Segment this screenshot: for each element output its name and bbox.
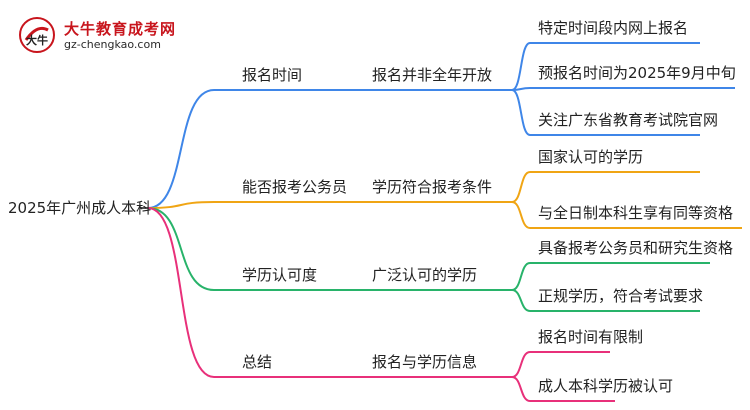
leaf-connector-4-1 [511, 351, 531, 378]
leaf-connector-1-3 [511, 89, 531, 136]
root-node-label: 2025年广州成人本科 [8, 199, 151, 217]
leaf-connector-4-2 [511, 376, 531, 402]
branch-label-4: 总结 [242, 353, 272, 371]
sub-label-2: 学历符合报考条件 [372, 178, 492, 196]
site-logo[interactable]: 大牛 大牛教育成考网 gz-chengkao.com [8, 14, 198, 58]
leaf-label-4-2: 成人本科学历被认可 [538, 377, 673, 395]
mindmap-edges [140, 42, 742, 402]
branch-label-3: 学历认可度 [242, 266, 317, 284]
branch-label-2: 能否报考公务员 [242, 178, 347, 196]
branch-label-1: 报名时间 [242, 66, 302, 84]
sub-label-4: 报名与学历信息 [372, 353, 477, 371]
logo-url: gz-chengkao.com [64, 38, 161, 51]
leaf-label-1-2: 预报名时间为2025年9月中旬 [538, 64, 736, 82]
leaf-label-2-1: 国家认可的学历 [538, 148, 643, 166]
branch-connector-3 [147, 207, 215, 291]
leaf-connector-2-2 [511, 201, 531, 229]
leaf-label-4-1: 报名时间有限制 [538, 328, 643, 346]
leaf-connector-2-1 [511, 171, 531, 203]
logo-title: 大牛教育成考网 [64, 20, 177, 38]
leaf-label-2-2: 与全日制本科生享有同等资格 [538, 204, 733, 222]
mindmap-labels: 2025年广州成人本科 报名时间 报名并非全年开放 特定时间段内网上报名预报名时间为2… [8, 19, 736, 395]
leaf-label-3-1: 具备报考公务员和研究生资格 [538, 239, 733, 257]
branch-connector-4 [147, 207, 215, 378]
leaf-connector-3-1 [511, 262, 531, 291]
logo-badge-text: 大牛 [26, 33, 48, 47]
logo-badge-icon: 大牛 [19, 17, 55, 53]
leaf-label-3-2: 正规学历，符合考试要求 [538, 287, 703, 305]
branch-connector-2 [147, 201, 215, 209]
branch-connector-1 [147, 89, 215, 209]
leaf-connector-3-2 [511, 289, 531, 312]
leaf-label-1-1: 特定时间段内网上报名 [538, 19, 688, 37]
sub-label-3: 广泛认可的学历 [372, 266, 477, 284]
sub-label-1: 报名并非全年开放 [372, 66, 492, 84]
leaf-connector-1-1 [511, 42, 531, 91]
leaf-label-1-3: 关注广东省教育考试院官网 [538, 111, 718, 129]
